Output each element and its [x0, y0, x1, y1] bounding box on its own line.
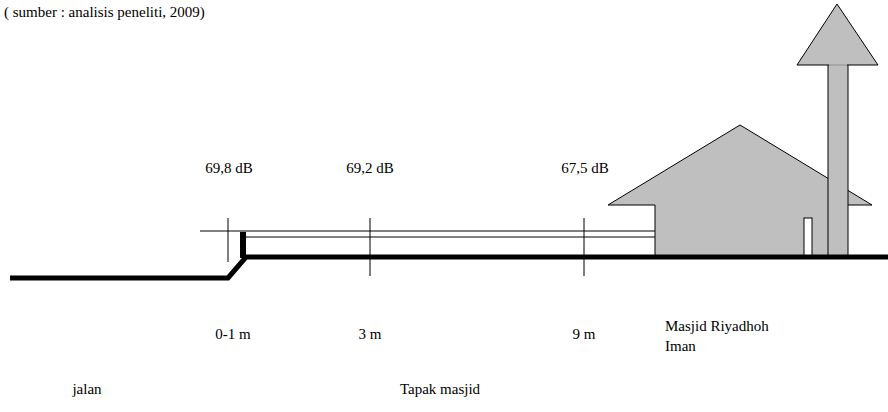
noise-level: 69,2 dB	[346, 158, 394, 178]
distance-label: 0-1 m	[215, 324, 250, 344]
measure-tick	[584, 218, 585, 276]
mosque-door	[804, 218, 812, 255]
area-label: Tapak masjid	[400, 379, 480, 399]
measure-tick	[228, 218, 229, 262]
building-name: Masjid Riyadhoh Iman	[665, 316, 783, 356]
noise-level: 69,8 dB	[205, 158, 253, 178]
measure-line	[200, 231, 655, 232]
ground-line	[10, 257, 888, 278]
source-caption: ( sumber : analisis peneliti, 2009)	[4, 2, 205, 22]
measure-line	[246, 237, 655, 238]
noise-level: 67,5 dB	[561, 158, 609, 178]
minaret-arrowhead	[797, 4, 878, 65]
minaret	[828, 64, 848, 255]
minaret-joint	[829, 64, 847, 66]
curb	[240, 232, 246, 258]
distance-label: 3 m	[359, 324, 382, 344]
distance-label: 9 m	[573, 324, 596, 344]
measure-tick	[370, 218, 371, 276]
area-label: jalan	[72, 379, 101, 399]
